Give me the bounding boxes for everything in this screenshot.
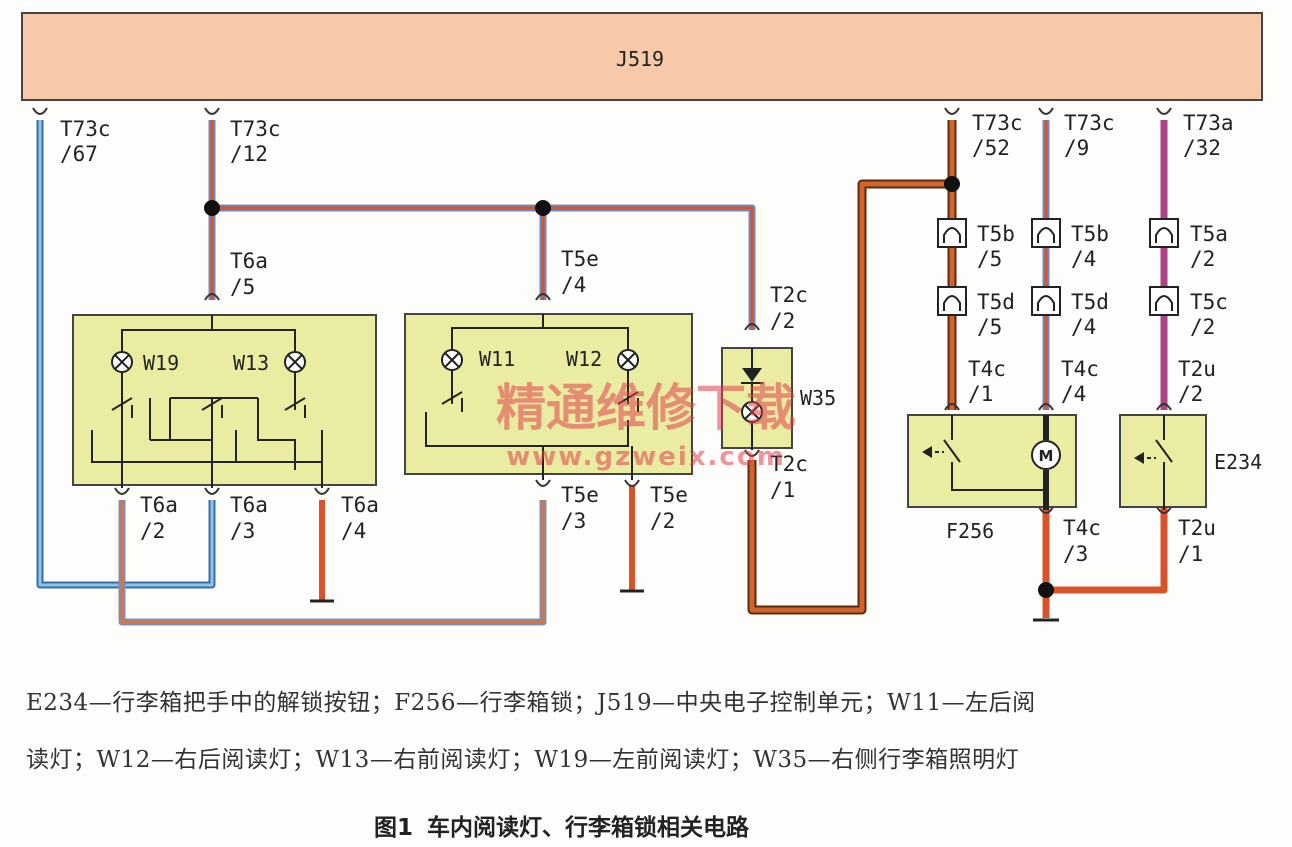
caption-line-2: 读灯；W12—右后阅读灯；W13—右前阅读灯；W19—左前阅读灯；W35—右侧行… xyxy=(26,747,1020,773)
pin-t5d-4-a: T5d xyxy=(1071,290,1109,314)
wire-brown xyxy=(749,181,952,613)
pin-t5b-4-b: /4 xyxy=(1071,247,1096,271)
pin-t5b-4-a: T5b xyxy=(1071,222,1109,246)
pin-t6a-4-a: T6a xyxy=(341,493,379,517)
pin-t4c-4-b: /4 xyxy=(1061,382,1086,406)
pin-t6a-3-b: /3 xyxy=(230,519,255,543)
pin-connectors xyxy=(32,107,1172,514)
j519-unit xyxy=(21,12,1263,101)
lamp-w13-icon xyxy=(284,351,306,373)
e234-internal xyxy=(1140,415,1173,510)
pin-t2u-1-b: /1 xyxy=(1178,542,1203,566)
wire-blue xyxy=(38,120,214,587)
pin-t73c-9-b: /9 xyxy=(1064,136,1089,160)
junction-dot xyxy=(1038,582,1054,598)
pin-t4c-4-a: T4c xyxy=(1061,357,1099,381)
pin-t2c-1-a: T2c xyxy=(770,452,808,476)
pin-t4c-1-b: /1 xyxy=(968,382,993,406)
pin-t2c-2-a: T2c xyxy=(770,283,808,307)
pin-t73c-12-a: T73c xyxy=(230,117,281,141)
ground-symbols xyxy=(310,589,1059,622)
trunk-lamp-module xyxy=(721,347,793,449)
watermark-text: 精通维修下载 xyxy=(496,379,796,437)
pin-t73c-52-a: T73c xyxy=(972,111,1023,135)
pin-t5a-2-a: T5a xyxy=(1190,222,1228,246)
motor-label: M xyxy=(1039,447,1054,465)
label-f256: F256 xyxy=(946,519,994,543)
junction-dot xyxy=(944,176,960,192)
j519-label: J519 xyxy=(616,47,664,71)
pin-t5e-2-a: T5e xyxy=(650,483,688,507)
pin-t4c-3-b: /3 xyxy=(1063,542,1088,566)
label-w12: W12 xyxy=(566,347,602,371)
plug-connectors xyxy=(937,218,1179,316)
pin-t5d-5-b: /5 xyxy=(977,315,1002,339)
figure-title: 图1 车内阅读灯、行李箱锁相关电路 xyxy=(374,808,763,842)
label-w13: W13 xyxy=(233,351,269,375)
pin-t5e-4-b: /4 xyxy=(561,273,586,297)
caption-line-1: E234—行李箱把手中的解锁按钮；F256—行李箱锁；J519—中央电子控制单元… xyxy=(26,690,1036,716)
pin-t2c-2-b: /2 xyxy=(770,309,795,333)
pin-t6a-3-a: T6a xyxy=(230,493,268,517)
wire-lower-outline xyxy=(118,500,547,626)
pin-t2u-2-a: T2u xyxy=(1178,357,1216,381)
front-module-switches xyxy=(111,397,306,418)
junction-dot xyxy=(535,200,551,216)
pin-t5e-4-a: T5e xyxy=(561,247,599,271)
pin-t5b-5-a: T5b xyxy=(977,222,1015,246)
wire-lower xyxy=(120,500,545,624)
pin-t73c-67-b: /67 xyxy=(60,142,98,166)
label-e234: E234 xyxy=(1214,450,1262,474)
wire-bus-outline xyxy=(212,204,756,330)
pin-labels: T73c /67 T73c /12 T73c /52 T73c /9 T73a … xyxy=(60,111,1234,566)
pin-t6a-4-b: /4 xyxy=(341,519,366,543)
lamp-w12-icon xyxy=(617,349,639,371)
front-reading-lamp-module xyxy=(72,314,377,486)
pin-t4c-3-a: T4c xyxy=(1063,516,1101,540)
diode-icon xyxy=(741,348,763,402)
f256-actuator-icon xyxy=(922,446,932,458)
label-w11: W11 xyxy=(479,347,515,371)
pin-t2c-1-b: /1 xyxy=(770,478,795,502)
wire-bus xyxy=(212,206,754,330)
figure-title-text: 车内阅读灯、行李箱锁相关电路 xyxy=(427,815,750,841)
pin-t2u-2-b: /2 xyxy=(1178,382,1203,406)
label-w35: W35 xyxy=(800,386,836,410)
pin-t5c-2-a: T5c xyxy=(1190,290,1228,314)
pin-t73a-32-b: /32 xyxy=(1183,136,1221,160)
lamp-w19-icon xyxy=(111,351,133,373)
wires xyxy=(36,120,1168,626)
front-module-internal xyxy=(91,315,323,488)
pin-t73c-12-b: /12 xyxy=(230,142,268,166)
motor-icon: M xyxy=(1031,440,1061,470)
pin-t73a-32-a: T73a xyxy=(1183,111,1234,135)
lamp-w35-icon xyxy=(741,401,763,450)
circuit-diagram: J519 xyxy=(21,12,1263,626)
pin-t73c-67-a: T73c xyxy=(60,117,111,141)
pin-t4c-1-a: T4c xyxy=(968,357,1006,381)
wire-e234-ground xyxy=(1046,500,1168,594)
pin-t5e-2-b: /2 xyxy=(650,509,675,533)
pin-t5c-2-b: /2 xyxy=(1190,315,1215,339)
pin-t2u-1-a: T2u xyxy=(1178,516,1216,540)
pin-t5e-3-a: T5e xyxy=(561,483,599,507)
pin-t5d-4-b: /4 xyxy=(1071,315,1096,339)
pin-t6a-2-a: T6a xyxy=(140,493,178,517)
pin-t73c-52-b: /52 xyxy=(972,136,1010,160)
rear-module-switches xyxy=(441,391,639,412)
pin-t6a-2-b: /2 xyxy=(140,519,165,543)
lamp-w11-icon xyxy=(441,349,463,371)
watermark-url: www.gzweix.com xyxy=(506,442,786,472)
figure-number: 图1 xyxy=(374,815,414,841)
pin-t5b-5-b: /5 xyxy=(977,247,1002,271)
pin-t5a-2-b: /2 xyxy=(1190,247,1215,271)
pin-t73c-9-a: T73c xyxy=(1064,111,1115,135)
pin-t5e-3-b: /3 xyxy=(561,509,586,533)
e234-button-icon xyxy=(1134,452,1144,464)
label-w19: W19 xyxy=(143,351,179,375)
pin-t6a-5-a: T6a xyxy=(230,249,268,273)
junction-dot xyxy=(204,200,220,216)
pin-t6a-5-b: /5 xyxy=(230,275,255,299)
pin-t5d-5-a: T5d xyxy=(977,290,1015,314)
